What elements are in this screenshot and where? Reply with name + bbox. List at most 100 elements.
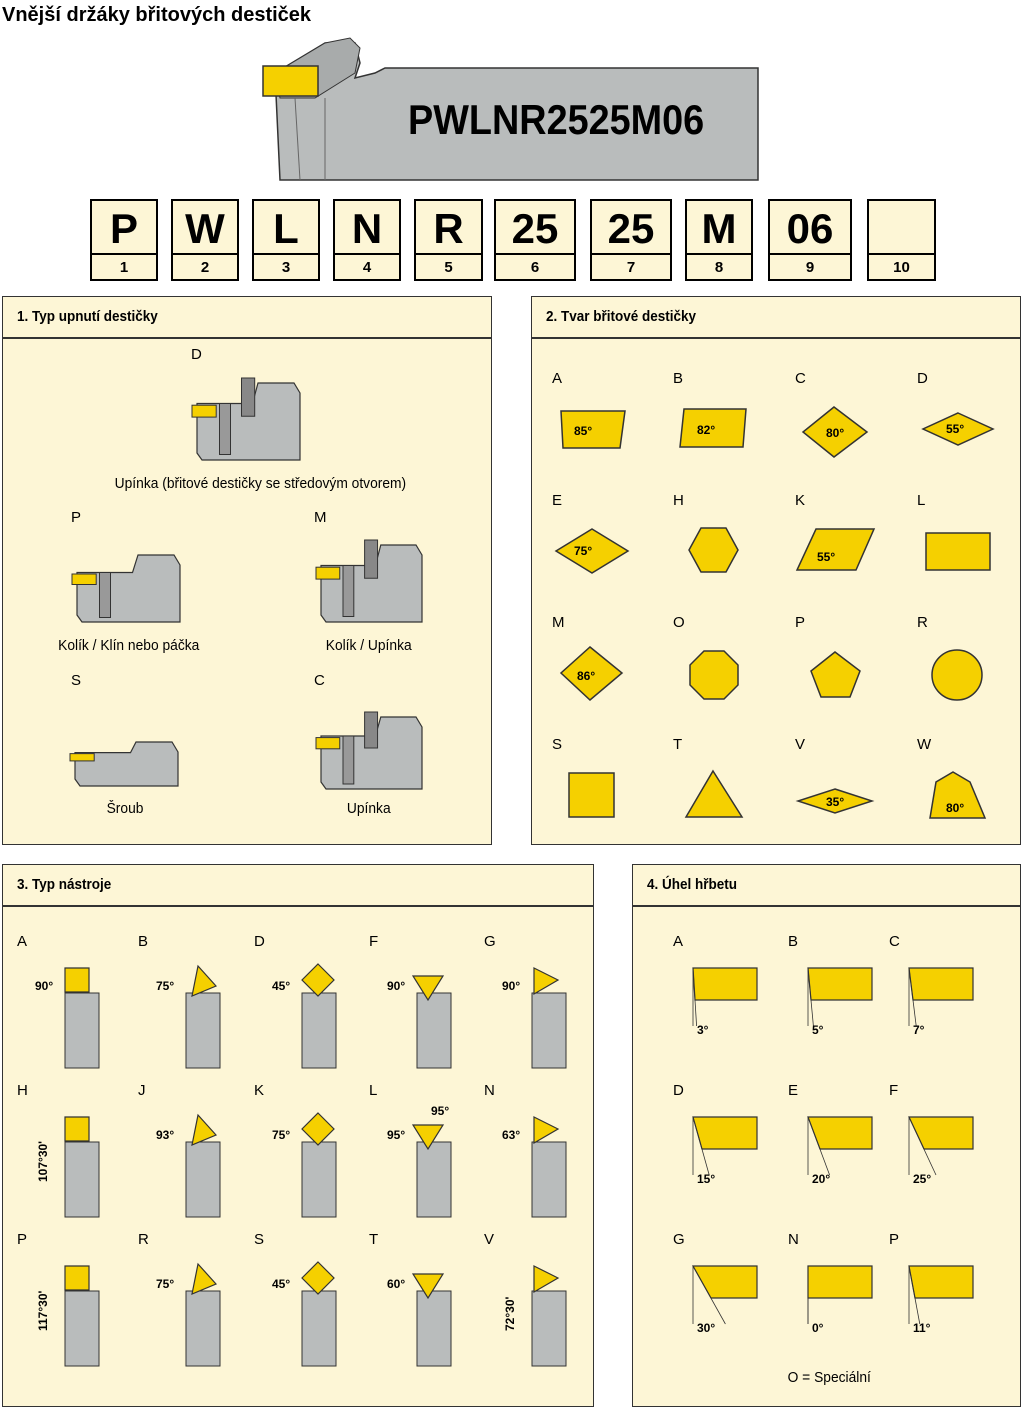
tool-insert bbox=[64, 967, 90, 993]
clearance-letter: B bbox=[788, 933, 799, 950]
clamp-illustration bbox=[315, 539, 423, 623]
insert-shape bbox=[801, 406, 869, 458]
shape-letter: T bbox=[673, 736, 683, 753]
clearance-angle-label: 11° bbox=[913, 1321, 931, 1335]
code-box: 10 bbox=[867, 199, 936, 281]
tool-insert bbox=[533, 1265, 560, 1294]
clearance-angle-label: 3° bbox=[697, 1023, 709, 1037]
clearance-angle-label: 7° bbox=[913, 1023, 925, 1037]
clearance-illustrations: 3°5°7°15°20°25°30°0°11° bbox=[691, 967, 974, 1335]
tool-insert bbox=[191, 1113, 218, 1146]
tool-angle-label: 45° bbox=[272, 979, 290, 993]
shape-letter: B bbox=[673, 370, 684, 387]
tool-designation-label: PWLNR2525M06 bbox=[408, 96, 705, 143]
clamp-caption: Kolík / Klín nebo páčka bbox=[58, 637, 200, 654]
insert-shape bbox=[560, 410, 626, 449]
clamp-caption: Kolík / Upínka bbox=[325, 637, 412, 654]
clamp-illustration bbox=[71, 554, 181, 623]
clearance-insert bbox=[692, 1116, 758, 1150]
clamp-letter: P bbox=[71, 509, 82, 526]
clearance-insert bbox=[807, 1116, 873, 1150]
tool-insert bbox=[411, 975, 445, 1002]
tool-insert bbox=[301, 1112, 335, 1146]
code-box-char: 25 bbox=[511, 205, 559, 252]
tool-angle-label: 90° bbox=[387, 979, 405, 993]
shape-letter: A bbox=[552, 370, 563, 387]
code-box-char: 06 bbox=[786, 205, 834, 252]
insert-shape bbox=[921, 412, 995, 446]
tool-type-letter: L bbox=[369, 1082, 378, 1099]
tool-insert bbox=[301, 963, 335, 997]
shape-letter: C bbox=[795, 370, 806, 387]
tool-insert bbox=[191, 1262, 218, 1295]
shape-letter: M bbox=[552, 614, 565, 631]
clearance-angle-label: 30° bbox=[697, 1321, 715, 1335]
clearance-angle-label: 0° bbox=[812, 1321, 824, 1335]
insert-shape bbox=[689, 650, 739, 700]
insert-angle-label: 80° bbox=[826, 426, 844, 440]
insert-angle-label: 82° bbox=[697, 423, 715, 437]
clamp-letter: M bbox=[314, 509, 327, 526]
code-box-number: 7 bbox=[592, 253, 670, 279]
clamp-caption: Upínka bbox=[346, 800, 391, 817]
code-box-char: M bbox=[701, 205, 737, 252]
code-box-char: L bbox=[273, 205, 299, 252]
insert-shape bbox=[795, 528, 876, 571]
tool-type-letter: F bbox=[369, 933, 379, 950]
insert-shapes: 85°82°80°55°75°55°86°35°80° bbox=[554, 406, 995, 819]
insert-angle-label: 35° bbox=[826, 795, 844, 809]
shape-letter: O bbox=[673, 614, 685, 631]
code-box-number: 4 bbox=[335, 253, 399, 279]
tool-insert bbox=[411, 1273, 445, 1300]
insert-shape bbox=[925, 532, 991, 571]
code-box-number: 5 bbox=[416, 253, 481, 279]
tool-shank bbox=[416, 1290, 452, 1367]
tool-type-letter: D bbox=[254, 933, 265, 950]
code-box-number: 9 bbox=[770, 253, 850, 279]
code-box-number: 2 bbox=[173, 253, 237, 279]
tool-shank bbox=[531, 992, 567, 1069]
clearance-note: O = Speciální bbox=[787, 1369, 871, 1386]
clearance-insert bbox=[908, 967, 974, 1001]
shape-letter: S bbox=[552, 736, 563, 753]
tool-shank bbox=[64, 1141, 100, 1218]
clamp-letter: D bbox=[191, 346, 202, 363]
insert-shape bbox=[554, 528, 630, 574]
clearance-letter: C bbox=[889, 933, 900, 950]
tool-angle-label: 95° bbox=[387, 1128, 405, 1142]
code-box-number: 3 bbox=[254, 253, 318, 279]
tool-shank bbox=[531, 1141, 567, 1218]
shape-letter: L bbox=[917, 492, 926, 509]
tool-shank bbox=[185, 1290, 221, 1367]
tool-shank bbox=[416, 1141, 452, 1218]
code-box-char: N bbox=[351, 205, 383, 252]
insert-angle-label: 55° bbox=[817, 550, 835, 564]
page-title: Vnější držáky břitových destiček bbox=[2, 4, 312, 26]
tool-insert bbox=[64, 1265, 90, 1291]
code-box-number: 10 bbox=[869, 253, 934, 279]
tool-type-letter: J bbox=[138, 1082, 146, 1099]
insert-shape bbox=[795, 788, 875, 814]
panel-tool-type: 3. Typ nástroje bbox=[2, 864, 594, 1407]
tool-type-letter: K bbox=[254, 1082, 265, 1099]
tool-insert bbox=[533, 1116, 560, 1145]
tool-type-letter: V bbox=[484, 1231, 495, 1248]
tool-insert bbox=[191, 964, 218, 997]
shape-letter: K bbox=[795, 492, 806, 509]
clamp-caption: Upínka (břitové destičky se středovým ot… bbox=[114, 475, 407, 492]
insert-shape bbox=[679, 408, 747, 448]
shape-letter: H bbox=[673, 492, 684, 509]
shape-letter: E bbox=[552, 492, 563, 509]
insert-shape bbox=[559, 646, 624, 702]
tool-shank bbox=[301, 1290, 337, 1367]
insert-angle-label: 80° bbox=[946, 801, 964, 815]
clamp-illustration bbox=[315, 711, 423, 790]
code-box-number: 6 bbox=[496, 253, 574, 279]
tool-holder-illustration bbox=[262, 37, 759, 181]
code-box-number: 1 bbox=[92, 253, 156, 279]
panel-heading: 3. Typ nástroje bbox=[17, 876, 112, 893]
